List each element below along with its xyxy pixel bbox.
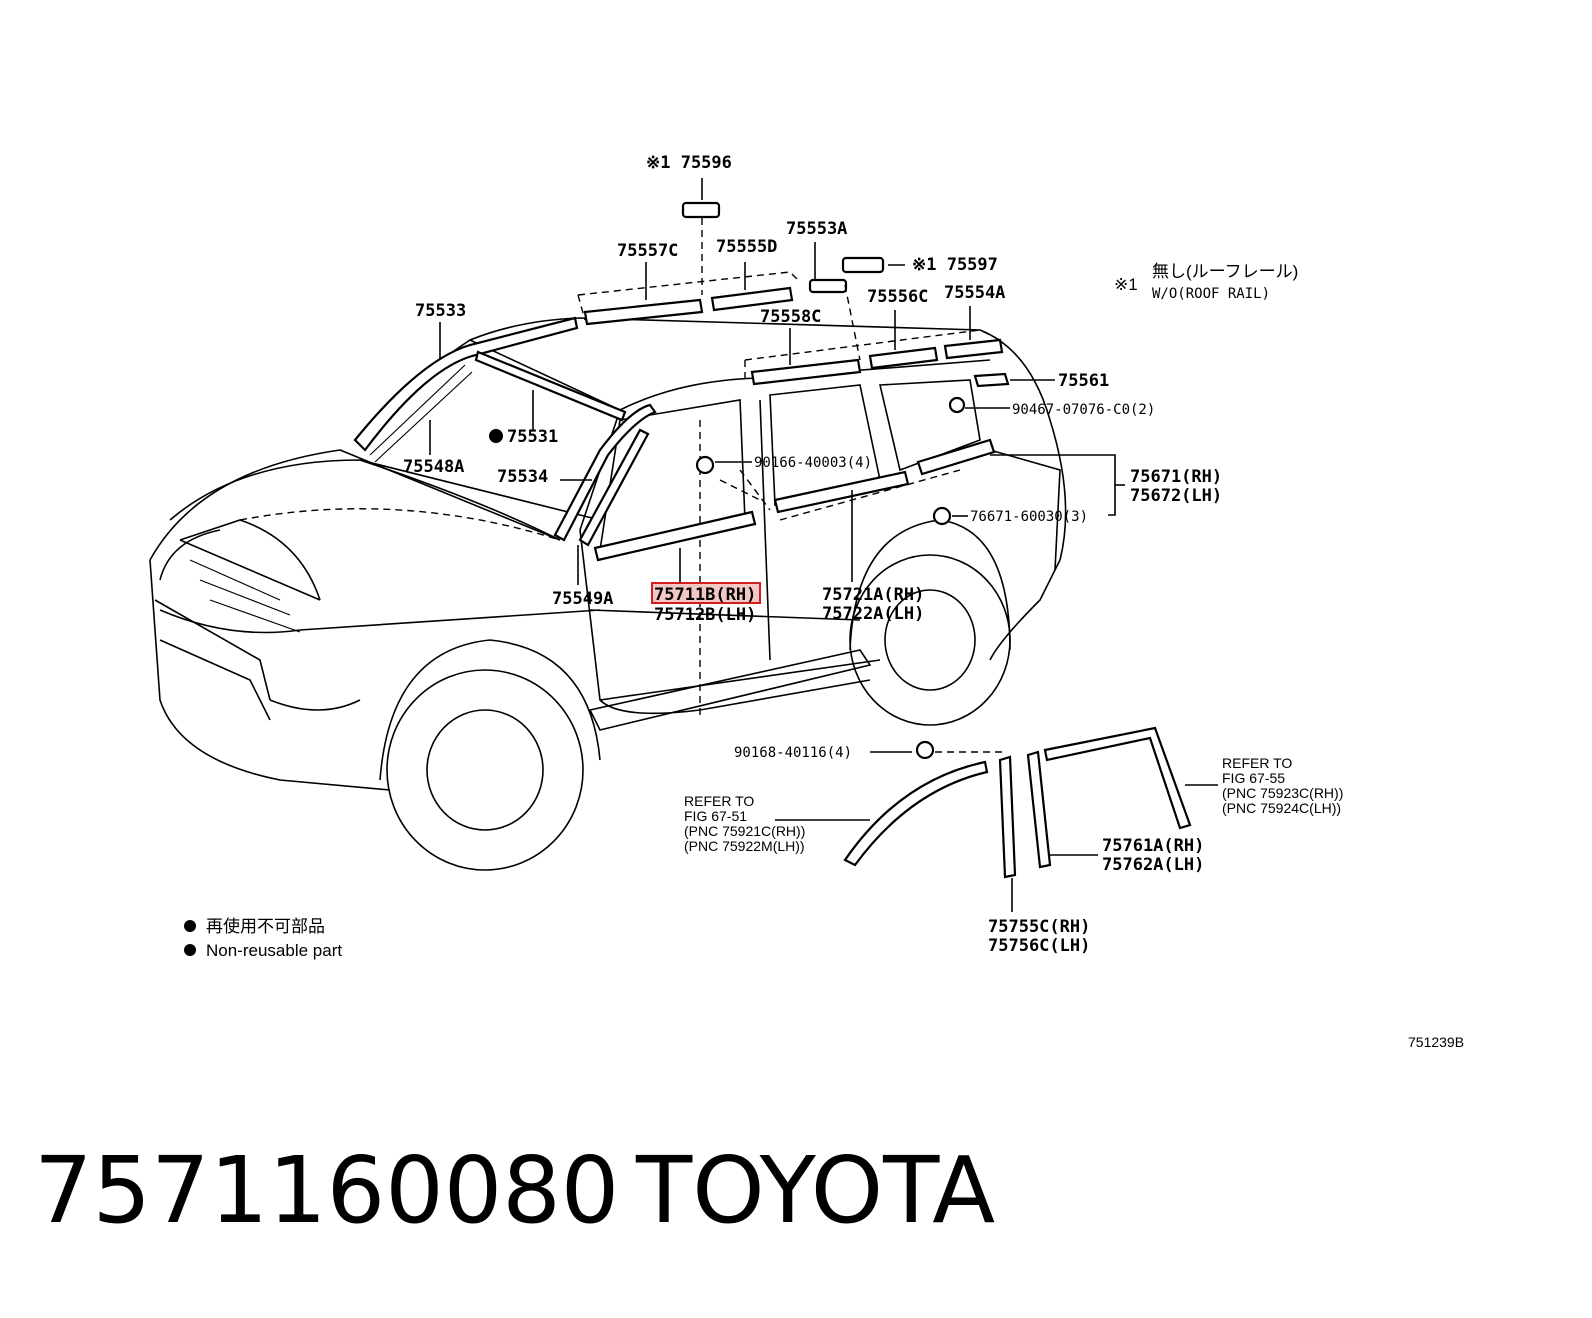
label-75554a: 75554A bbox=[944, 283, 1005, 303]
part-ref-67-55-shape bbox=[1043, 726, 1192, 830]
label-75561: 75561 bbox=[1058, 371, 1109, 391]
part-75548a-shape bbox=[369, 364, 473, 463]
part-ref-67-51-shape bbox=[843, 760, 989, 867]
label-75671: 75671(RH) bbox=[1130, 467, 1222, 487]
label-90168: 90168-40116(4) bbox=[734, 745, 852, 761]
non-reusable-marker-icon bbox=[489, 429, 503, 443]
part-75755c-shape bbox=[998, 755, 1017, 879]
label-75533: 75533 bbox=[415, 301, 466, 321]
ref1-line2: FIG 67-51 bbox=[684, 808, 747, 824]
note1-jp: 無し(ルーフレール) bbox=[1152, 262, 1298, 281]
part-75561-shape bbox=[973, 372, 1010, 388]
label-75549a: 75549A bbox=[552, 589, 613, 609]
label-75597: ※1 75597 bbox=[912, 255, 998, 275]
ref2-line1: REFER TO bbox=[1222, 755, 1292, 771]
labels: ※1 75596 75553A 75557C 75555D ※1 75597 ※… bbox=[184, 153, 1464, 1050]
part-75711b-shape bbox=[593, 510, 757, 562]
note1-en: W/O(ROOF RAIL) bbox=[1152, 286, 1270, 302]
part-75597-shape bbox=[841, 256, 885, 274]
leader-lines bbox=[429, 178, 1218, 912]
label-90467: 90467-07076-C0(2) bbox=[1012, 402, 1155, 418]
label-75721a: 75721A(RH) bbox=[822, 585, 924, 605]
legend-marker-en-icon bbox=[184, 944, 196, 956]
ref1-line1: REFER TO bbox=[684, 793, 754, 809]
label-75555d: 75555D bbox=[716, 237, 777, 257]
label-75761a: 75761A(RH) bbox=[1102, 836, 1204, 856]
ref2-line3: (PNC 75923C(RH)) bbox=[1222, 785, 1343, 801]
part-75555d-shape bbox=[710, 286, 794, 312]
label-75756c: 75756C(LH) bbox=[988, 936, 1090, 956]
label-75762a: 75762A(LH) bbox=[1102, 855, 1204, 875]
label-76671: 76671-60030(3) bbox=[970, 509, 1088, 525]
label-75534: 75534 bbox=[497, 467, 548, 487]
part-75671-shape bbox=[916, 438, 996, 476]
part-75596-shape bbox=[681, 201, 721, 219]
clip-90467-icon bbox=[948, 396, 966, 414]
ref2-line2: FIG 67-55 bbox=[1222, 770, 1285, 786]
screw-90168-icon bbox=[915, 740, 935, 760]
label-75548a: 75548A bbox=[403, 457, 464, 477]
part-75558c-shape bbox=[750, 358, 862, 386]
legend-en: Non-reusable part bbox=[206, 941, 342, 960]
brand-name: TOYOTA bbox=[635, 1137, 995, 1244]
figure-id: 751239B bbox=[1408, 1034, 1464, 1050]
label-75722a: 75722A(LH) bbox=[822, 604, 924, 624]
part-75557c-shape bbox=[583, 298, 704, 326]
legend-marker-jp-icon bbox=[184, 920, 196, 932]
label-75596: ※1 75596 bbox=[646, 153, 732, 173]
parts bbox=[353, 201, 1192, 879]
legend-jp: 再使用不可部品 bbox=[206, 916, 325, 936]
clip-76671-icon bbox=[932, 506, 952, 526]
part-75761a-shape bbox=[1026, 750, 1052, 869]
footer: 7571160080 TOYOTA bbox=[34, 1137, 995, 1244]
label-75558c: 75558C bbox=[760, 307, 821, 327]
ref2-line4: (PNC 75924C(LH)) bbox=[1222, 800, 1341, 816]
label-75556c: 75556C bbox=[867, 287, 928, 307]
label-90166: 90166-40003(4) bbox=[754, 455, 872, 471]
selected-part-highlight bbox=[651, 582, 761, 604]
part-75531-shape bbox=[474, 350, 627, 422]
part-75549a-shape bbox=[578, 428, 650, 547]
label-75711b[interactable]: 75711B(RH) bbox=[654, 585, 756, 605]
part-75721a-shape bbox=[773, 470, 910, 514]
note1-mark: ※1 bbox=[1114, 275, 1138, 294]
label-75531: 75531 bbox=[507, 427, 558, 447]
screw-90166-icon bbox=[695, 455, 715, 475]
vehicle-outline bbox=[149, 317, 1067, 871]
ref1-line4: (PNC 75922M(LH)) bbox=[684, 838, 805, 854]
label-75557c: 75557C bbox=[617, 241, 678, 261]
part-75533-shape bbox=[353, 316, 579, 452]
ref1-line3: (PNC 75921C(RH)) bbox=[684, 823, 805, 839]
part-75534-shape bbox=[553, 403, 657, 542]
part-75554a-shape bbox=[943, 338, 1004, 360]
part-75556c-shape bbox=[868, 346, 939, 370]
part-number: 7571160080 bbox=[34, 1137, 619, 1244]
label-75712b: 75712B(LH) bbox=[654, 605, 756, 625]
label-75553a: 75553A bbox=[786, 219, 847, 239]
label-75672: 75672(LH) bbox=[1130, 486, 1222, 506]
label-75755c: 75755C(RH) bbox=[988, 917, 1090, 937]
part-75553a-shape bbox=[808, 278, 848, 294]
